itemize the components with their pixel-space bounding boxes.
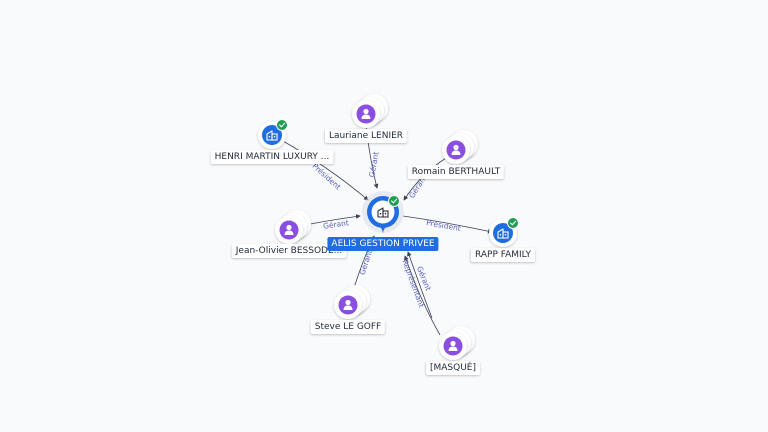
node-label[interactable]: HENRI MARTIN LUXURY ... <box>210 150 334 164</box>
person-node[interactable] <box>442 130 478 164</box>
building-icon <box>497 228 509 239</box>
person-node[interactable] <box>439 326 475 360</box>
person-icon <box>361 108 371 119</box>
company-node[interactable] <box>489 217 519 247</box>
building-icon <box>377 207 389 218</box>
building-icon <box>266 130 278 141</box>
center-company-node[interactable] <box>362 191 404 234</box>
node-label[interactable]: Romain BERTHAULT <box>407 165 505 179</box>
center-node-label[interactable]: AELIS GESTION PRIVEE <box>327 237 439 251</box>
node-label[interactable]: RAPP FAMILY <box>470 248 536 262</box>
verified-check-icon <box>276 119 288 131</box>
person-node[interactable] <box>352 94 388 128</box>
person-icon <box>451 144 461 155</box>
edge-line <box>282 140 369 201</box>
node-label[interactable]: Lauriane LENIER <box>324 129 408 143</box>
node-label[interactable]: Steve LE GOFF <box>310 320 386 334</box>
node-label[interactable]: [MASQUÉ] <box>425 361 481 375</box>
person-node[interactable] <box>275 210 311 244</box>
edge-line <box>402 215 493 234</box>
person-node[interactable] <box>334 285 370 319</box>
company-node[interactable] <box>258 119 288 149</box>
person-icon <box>448 340 458 351</box>
edge-line <box>407 251 433 319</box>
verified-check-icon <box>388 195 400 207</box>
verified-check-icon <box>507 217 519 229</box>
person-icon <box>343 299 353 310</box>
edge-line <box>404 255 441 336</box>
node-label[interactable]: Jean-Olivier BESSODE... <box>231 244 347 258</box>
person-icon <box>284 224 294 235</box>
